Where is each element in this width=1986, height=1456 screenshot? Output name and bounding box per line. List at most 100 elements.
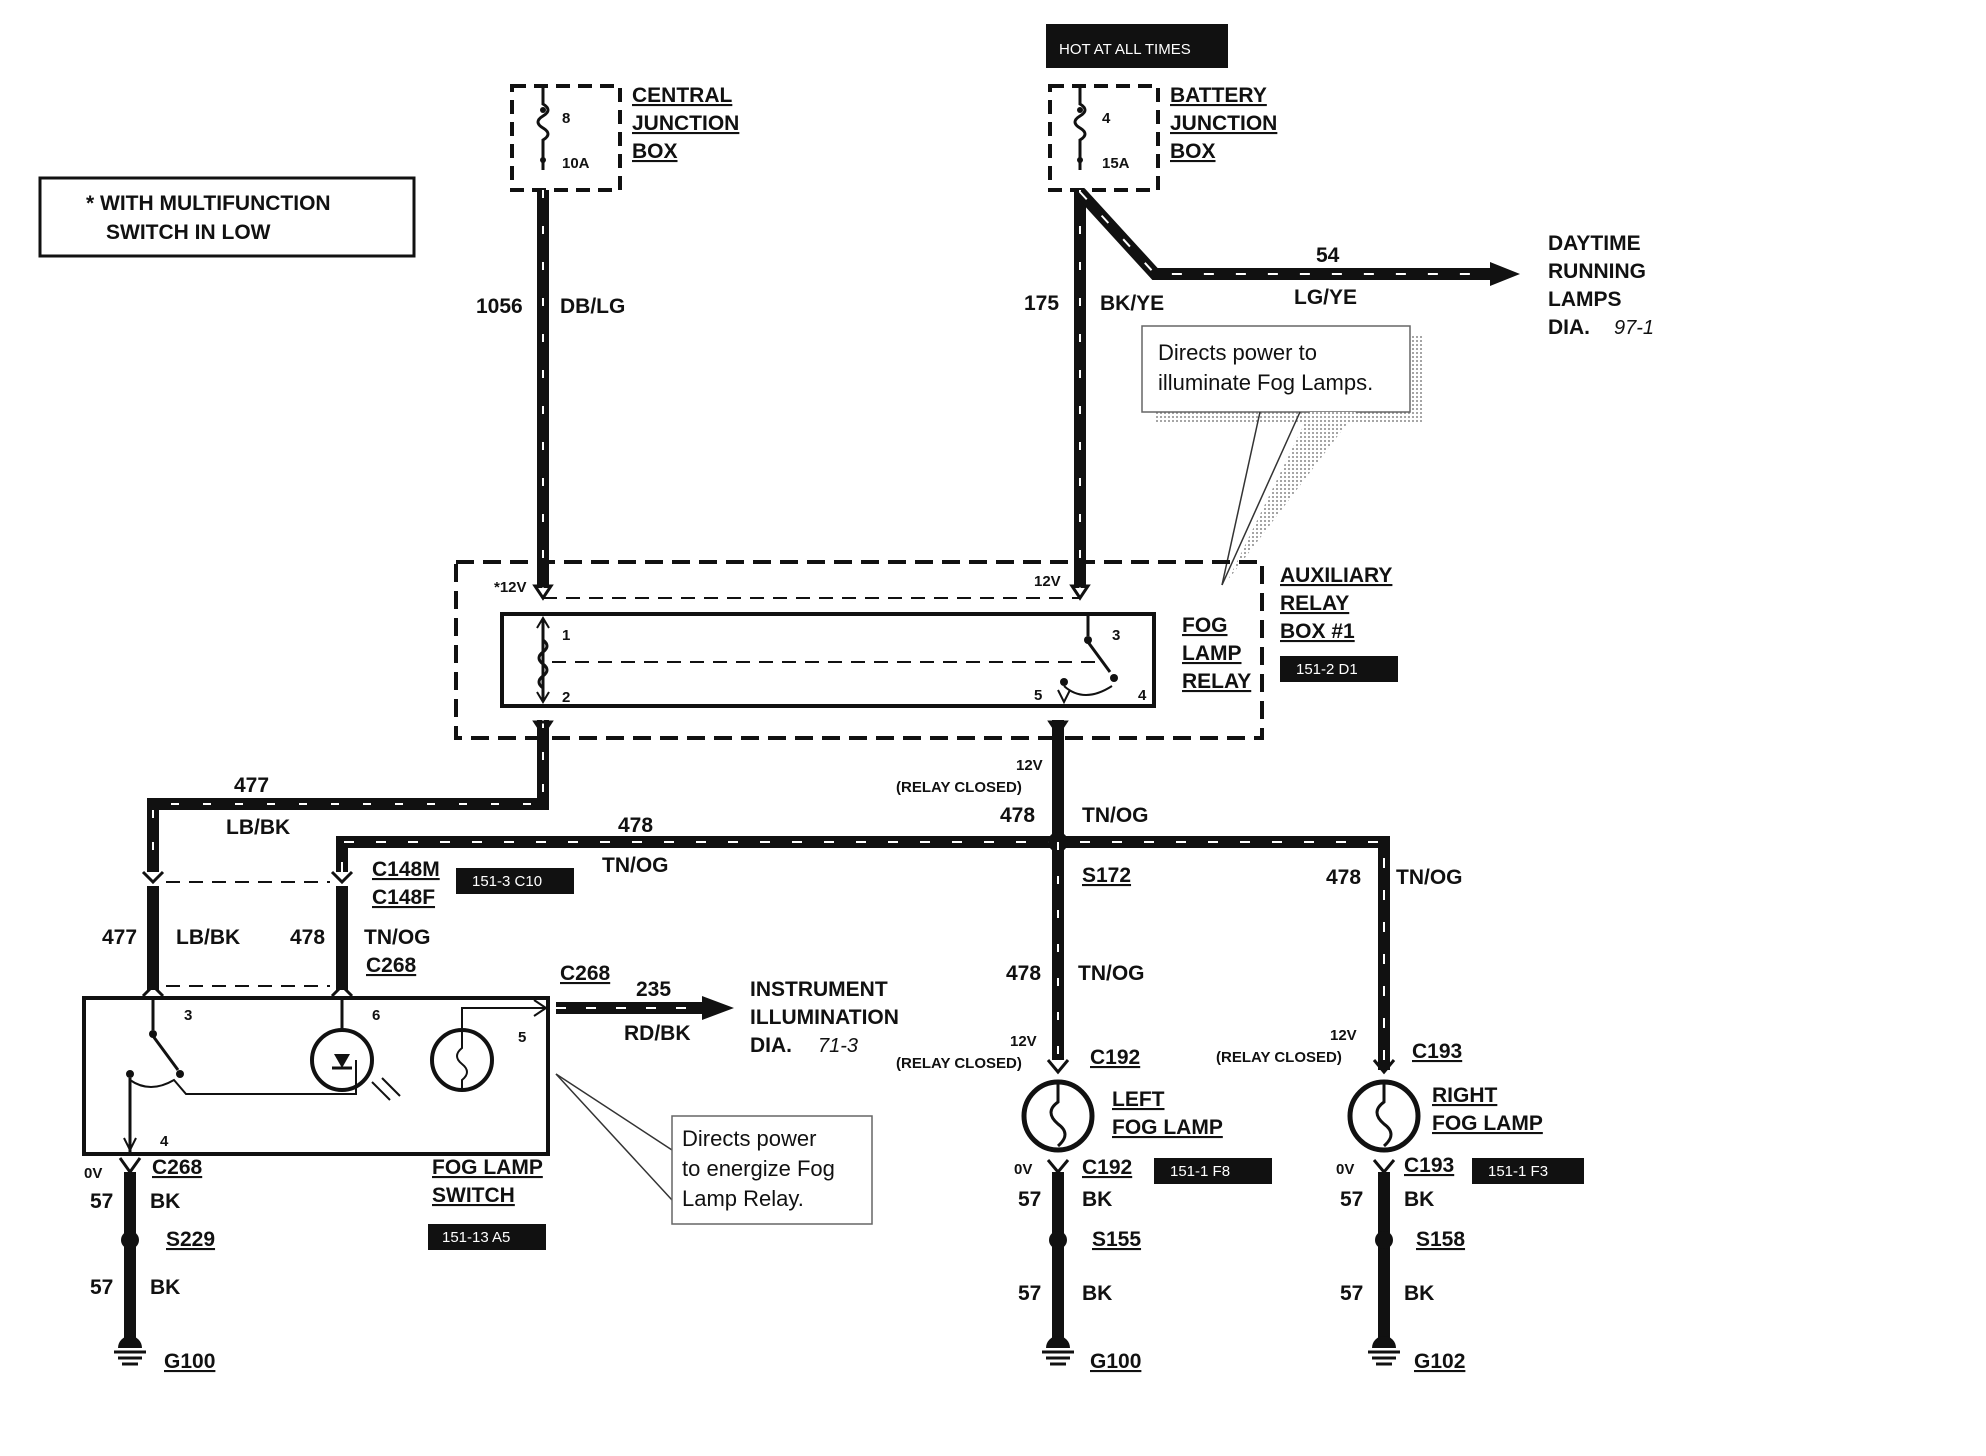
fuse-icon bbox=[1073, 88, 1087, 170]
wire-57-color-e: BK bbox=[1404, 1188, 1434, 1211]
auxiliary-relay-box: *12V 12V AUXILIARY RELAY BOX #1 151-2 D1 bbox=[454, 560, 1398, 740]
switch-pin-6: 6 bbox=[372, 1007, 380, 1024]
callout-top-line-2: illuminate Fog Lamps. bbox=[1158, 370, 1373, 395]
instrument-line-2: ILLUMINATION bbox=[750, 1006, 899, 1029]
central-junction-box: 8 10A CENTRAL JUNCTION BOX bbox=[510, 84, 739, 192]
wire-235: C268 235 RD/BK INSTRUMENT ILLUMINATION D… bbox=[556, 962, 899, 1057]
callout-fog-relay: Directs power to energize Fog Lamp Relay… bbox=[555, 1073, 873, 1225]
left-lamp-label-1: LEFT bbox=[1112, 1088, 1165, 1111]
relay-switch-contact bbox=[1086, 641, 1112, 673]
wire-478-bus: 12V (RELAY CLOSED) 478 TN/OG 478 TN/OG 4… bbox=[290, 720, 1463, 1070]
wire-478-color-bus: TN/OG bbox=[602, 854, 669, 877]
relay-out-state: (RELAY CLOSED) bbox=[896, 779, 1022, 796]
callout-fog-lamps: Directs power to illuminate Fog Lamps. bbox=[1141, 325, 1424, 586]
central-label-1: CENTRAL bbox=[632, 84, 732, 107]
central-label-3: BOX bbox=[632, 140, 678, 163]
arrow-right-icon bbox=[1490, 262, 1520, 286]
central-label-2: JUNCTION bbox=[632, 112, 739, 135]
switch-pin-4: 4 bbox=[160, 1133, 169, 1150]
central-fuse-rating: 10A bbox=[562, 155, 590, 172]
splice-s158 bbox=[1375, 1231, 1393, 1249]
relay-label-3: RELAY bbox=[1182, 670, 1251, 693]
wire-57-circuit-c: 57 bbox=[1018, 1188, 1041, 1211]
wire-477-circuit-top: 477 bbox=[234, 774, 269, 797]
drl-line-1: DAYTIME bbox=[1548, 232, 1641, 255]
c148f-label: C148F bbox=[372, 886, 435, 909]
wire-175-circuit: 175 bbox=[1024, 292, 1059, 315]
wire-57-circuit-a: 57 bbox=[90, 1190, 113, 1213]
wire-478-circuit-top: 478 bbox=[1000, 804, 1035, 827]
right-lamp-label-2: FOG LAMP bbox=[1432, 1112, 1543, 1135]
wire-478-color-left: TN/OG bbox=[1078, 962, 1145, 985]
wire-57-color-c: BK bbox=[1082, 1188, 1112, 1211]
left-lamp-voltage: 12V bbox=[1010, 1033, 1037, 1050]
wire-57-circuit-d: 57 bbox=[1018, 1282, 1041, 1305]
switch-ground-circuit: 0V C268 57 BK S229 57 BK G100 bbox=[84, 1156, 215, 1373]
switch-label-2: SWITCH bbox=[432, 1184, 515, 1207]
wire-54: 54 LG/YE bbox=[1075, 187, 1520, 309]
relay-pin-3: 3 bbox=[1112, 627, 1120, 644]
drl-line-2: RUNNING bbox=[1548, 260, 1646, 283]
ground-g102-label: G102 bbox=[1414, 1350, 1465, 1373]
splice-s172-label: S172 bbox=[1082, 864, 1131, 887]
note-line-2: SWITCH IN LOW bbox=[106, 221, 271, 244]
multifunction-note: * WITH MULTIFUNCTION SWITCH IN LOW bbox=[38, 176, 416, 258]
ground-g100-left-label: G100 bbox=[164, 1350, 215, 1373]
c192-label-bottom: C192 bbox=[1082, 1156, 1132, 1179]
right-lamp-label-1: RIGHT bbox=[1432, 1084, 1498, 1107]
c268-label-out: C268 bbox=[560, 962, 611, 985]
wire-57-color-f: BK bbox=[1404, 1282, 1434, 1305]
splice-s229 bbox=[121, 1231, 139, 1249]
battery-label-1: BATTERY bbox=[1170, 84, 1267, 107]
switch-pin-5: 5 bbox=[518, 1029, 526, 1046]
ground-icon bbox=[1368, 1336, 1400, 1366]
splice-s158-label: S158 bbox=[1416, 1228, 1465, 1251]
battery-label-2: JUNCTION bbox=[1170, 112, 1277, 135]
c193-ref: 151-1 F3 bbox=[1488, 1163, 1548, 1180]
c148-ref: 151-3 C10 bbox=[472, 873, 542, 890]
instrument-ref: 71-3 bbox=[818, 1035, 858, 1057]
relay-label-2: LAMP bbox=[1182, 642, 1242, 665]
wire-477-circuit-bottom: 477 bbox=[102, 926, 137, 949]
coil-icon bbox=[537, 638, 549, 690]
right-lamp-ground-voltage: 0V bbox=[1336, 1161, 1354, 1178]
aux-label-2: RELAY bbox=[1280, 592, 1349, 615]
ground-icon bbox=[114, 1336, 146, 1366]
led-icon bbox=[310, 1028, 374, 1092]
wire-477-color-bottom: LB/BK bbox=[176, 926, 240, 949]
wire-477: 477 LB/BK 477 LB/BK bbox=[102, 720, 554, 990]
wire-478-color-top: TN/OG bbox=[1082, 804, 1149, 827]
switch-ref: 151-13 A5 bbox=[442, 1229, 510, 1246]
drl-ref: 97-1 bbox=[1614, 317, 1654, 339]
relay-voltage-right: 12V bbox=[1034, 573, 1061, 590]
battery-junction-box: HOT AT ALL TIMES 4 15A BATTERY JUNCTION … bbox=[1046, 24, 1277, 192]
splice-s229-label: S229 bbox=[166, 1228, 215, 1251]
hot-banner bbox=[1046, 24, 1228, 68]
c193-label-bottom: C193 bbox=[1404, 1154, 1454, 1177]
drl-line-3: LAMPS bbox=[1548, 288, 1622, 311]
wire-1056: 1056 DB/LG bbox=[476, 190, 625, 588]
ground-g100-right-label: G100 bbox=[1090, 1350, 1141, 1373]
relay-pin-4: 4 bbox=[1138, 687, 1147, 704]
switch-contact bbox=[151, 1035, 180, 1071]
fog-lamp-switch: 3 4 6 5 FOG LAMP SWITCH 151-13 A5 bbox=[82, 996, 550, 1250]
relay-out-voltage: 12V bbox=[1016, 757, 1043, 774]
right-fog-lamp: 12V (RELAY CLOSED) C193 RIGHT FOG LAMP 0… bbox=[1216, 1027, 1584, 1373]
relay-pin-5: 5 bbox=[1034, 687, 1042, 704]
callout-bottom-line-3: Lamp Relay. bbox=[682, 1186, 804, 1211]
c268-label-top: C268 bbox=[366, 954, 417, 977]
instrument-dia: DIA. bbox=[750, 1034, 792, 1057]
wire-57-circuit-f: 57 bbox=[1340, 1282, 1363, 1305]
wire-54-color: LG/YE bbox=[1294, 286, 1357, 309]
wire-235-circuit: 235 bbox=[636, 978, 671, 1001]
aux-label-3: BOX #1 bbox=[1280, 620, 1355, 643]
left-lamp-ground-voltage: 0V bbox=[1014, 1161, 1032, 1178]
relay-pin-1: 1 bbox=[562, 627, 570, 644]
relay-voltage-left: *12V bbox=[494, 579, 527, 596]
right-lamp-voltage: 12V bbox=[1330, 1027, 1357, 1044]
switch-pin-3: 3 bbox=[184, 1007, 192, 1024]
relay-pin-2: 2 bbox=[562, 689, 570, 706]
note-line-1: * WITH MULTIFUNCTION bbox=[86, 192, 331, 215]
